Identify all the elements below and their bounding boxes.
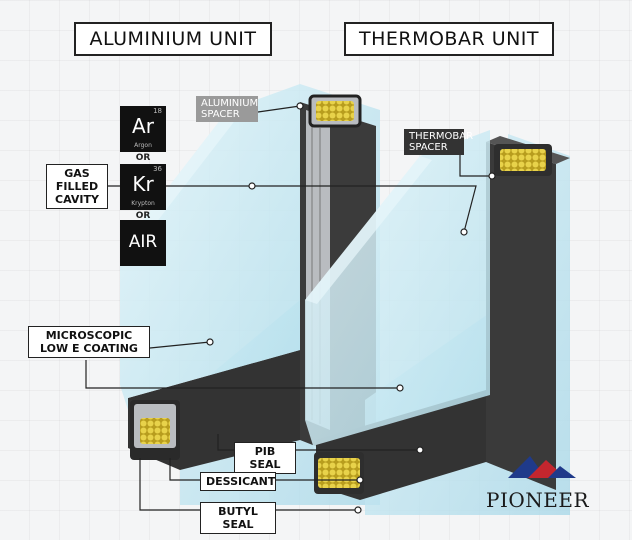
air-symbol: AIR: [128, 232, 158, 252]
krypton-number: 36: [153, 165, 162, 173]
dessicant-label: DESSICANT: [200, 472, 276, 491]
thermobar-frame-vertical: [486, 142, 556, 490]
krypton-name: Krypton: [131, 200, 155, 207]
gas-filled-cavity-label: GAS FILLED CAVITY: [46, 164, 108, 209]
pioneer-logo-mark: [508, 456, 576, 478]
thermobar-unit: [305, 130, 570, 515]
thermobar-unit-header: THERMOBAR UNIT: [344, 22, 554, 56]
pioneer-brand-name: PIONEER: [486, 488, 590, 512]
aluminium-unit-header: ALUMINIUM UNIT: [74, 22, 272, 56]
butyl-seal-label: BUTYL SEAL: [200, 502, 276, 534]
air-element-tile: AIR: [120, 220, 166, 266]
low-e-coating-label: MICROSCOPIC LOW E COATING: [28, 326, 150, 358]
or-text-1: OR: [135, 153, 151, 163]
or-text-2: OR: [135, 211, 151, 221]
leader-dots: [206, 102, 496, 514]
argon-name: Argon: [134, 142, 152, 149]
thermobar-spacer-label: THERMOBAR SPACER: [404, 129, 473, 155]
thermobar-front-pane: [305, 130, 490, 455]
argon-number: 18: [153, 107, 162, 115]
krypton-symbol: Kr: [132, 172, 154, 196]
krypton-element-tile: 36 Kr Krypton: [120, 164, 166, 210]
argon-symbol: Ar: [132, 114, 154, 138]
aluminium-spacer-label: ALUMINIUM SPACER: [196, 96, 258, 122]
pib-seal-label: PIB SEAL: [234, 442, 296, 474]
argon-element-tile: 18 Ar Argon: [120, 106, 166, 152]
aluminium-front-pane: [120, 84, 300, 410]
